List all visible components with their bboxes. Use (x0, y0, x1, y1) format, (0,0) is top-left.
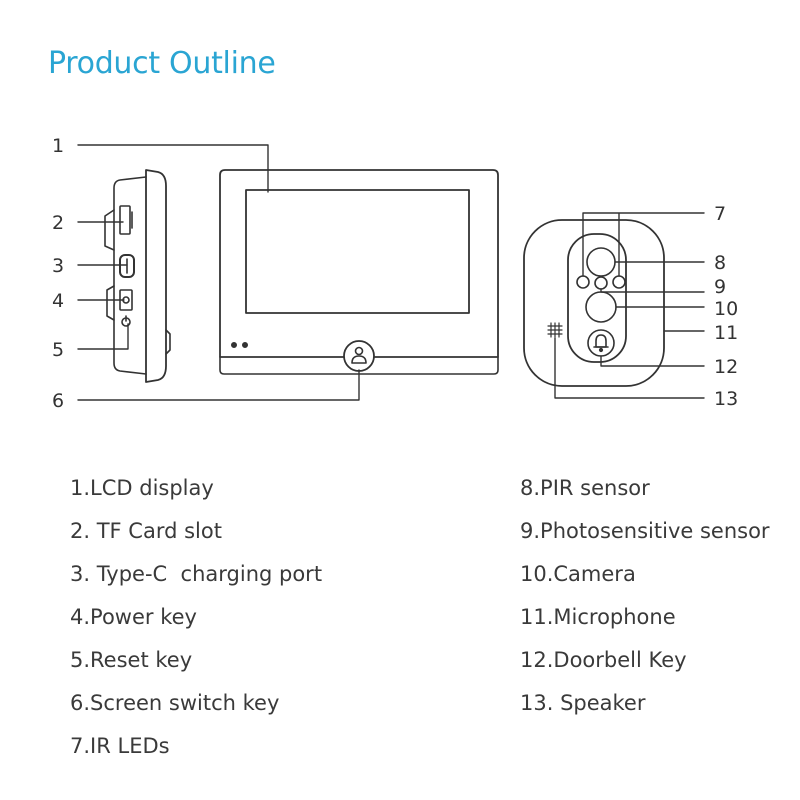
callout-8: 8 (714, 252, 726, 274)
callout-12: 12 (714, 356, 738, 378)
ir-led-right (612, 275, 626, 289)
callout-10: 10 (714, 298, 738, 320)
callout-3: 3 (52, 255, 64, 277)
callout-6: 6 (52, 390, 64, 412)
legend-item-type-c-port: 3. Type-C charging port (70, 562, 323, 586)
type-c-port-mark (119, 254, 135, 278)
doorbell-camera (523, 219, 665, 387)
monitor-side-view (104, 169, 171, 383)
callout-numbers: 1 2 3 4 5 6 7 8 9 10 11 12 13 (52, 135, 738, 412)
legend-item-microphone: 11.Microphone (520, 605, 676, 629)
speaker-grille (547, 322, 563, 338)
callout-13: 13 (714, 388, 738, 410)
photosensitive-sensor (594, 276, 608, 290)
callout-2: 2 (52, 212, 64, 234)
lcd-display (245, 189, 470, 314)
legend-item-pir-sensor: 8.PIR sensor (520, 476, 650, 500)
monitor-side-back (113, 176, 147, 375)
doorbell-outer-body (523, 219, 665, 387)
pir-sensor (586, 247, 616, 277)
person-icon (351, 346, 367, 364)
leader-7 (582, 212, 705, 277)
monitor-front-frame (219, 169, 499, 358)
legend-item-power-key: 4.Power key (70, 605, 197, 629)
legend-item-doorbell-key: 12.Doorbell Key (520, 648, 687, 672)
legend-item-tf-card-slot: 2. TF Card slot (70, 519, 222, 543)
callout-9: 9 (714, 276, 726, 298)
monitor-side-bump (165, 329, 171, 355)
ir-led-left (576, 275, 590, 289)
monitor-front-view (219, 169, 499, 375)
callout-11: 11 (714, 322, 738, 344)
indicator-dot-1 (231, 341, 238, 348)
indicator-dot-2 (242, 341, 249, 348)
monitor-side-body (145, 169, 167, 383)
legend-item-reset-key: 5.Reset key (70, 648, 193, 672)
legend-item-photosensitive-sensor: 9.Photosensitive sensor (520, 519, 770, 543)
legend-item-ir-leds: 7.IR LEDs (70, 734, 170, 758)
leader-6 (77, 369, 360, 401)
callout-4: 4 (52, 290, 64, 312)
leader-5 (77, 323, 129, 350)
callout-1: 1 (52, 135, 64, 157)
doorbell-key (587, 329, 615, 357)
legend-item-speaker: 13. Speaker (520, 691, 646, 715)
monitor-side-chamfer (104, 209, 115, 251)
camera-lens (585, 291, 617, 323)
legend-item-lcd-display: 1.LCD display (70, 476, 214, 500)
leader-12 (600, 355, 705, 367)
callout-7: 7 (714, 203, 726, 225)
callout-5: 5 (52, 339, 64, 361)
leader-lines (77, 144, 705, 401)
legend-item-screen-switch-key: 6.Screen switch key (70, 691, 280, 715)
bell-icon (593, 334, 609, 353)
doorbell-front-panel (567, 233, 627, 363)
tf-card-slot-mark (119, 205, 131, 235)
monitor-side-chamfer-2 (106, 285, 115, 321)
diagram-title: Product Outline (48, 46, 276, 81)
leader-9 (600, 288, 705, 293)
leader-1 (77, 144, 269, 193)
legend-item-camera: 10.Camera (520, 562, 636, 586)
leader-13 (554, 337, 705, 399)
